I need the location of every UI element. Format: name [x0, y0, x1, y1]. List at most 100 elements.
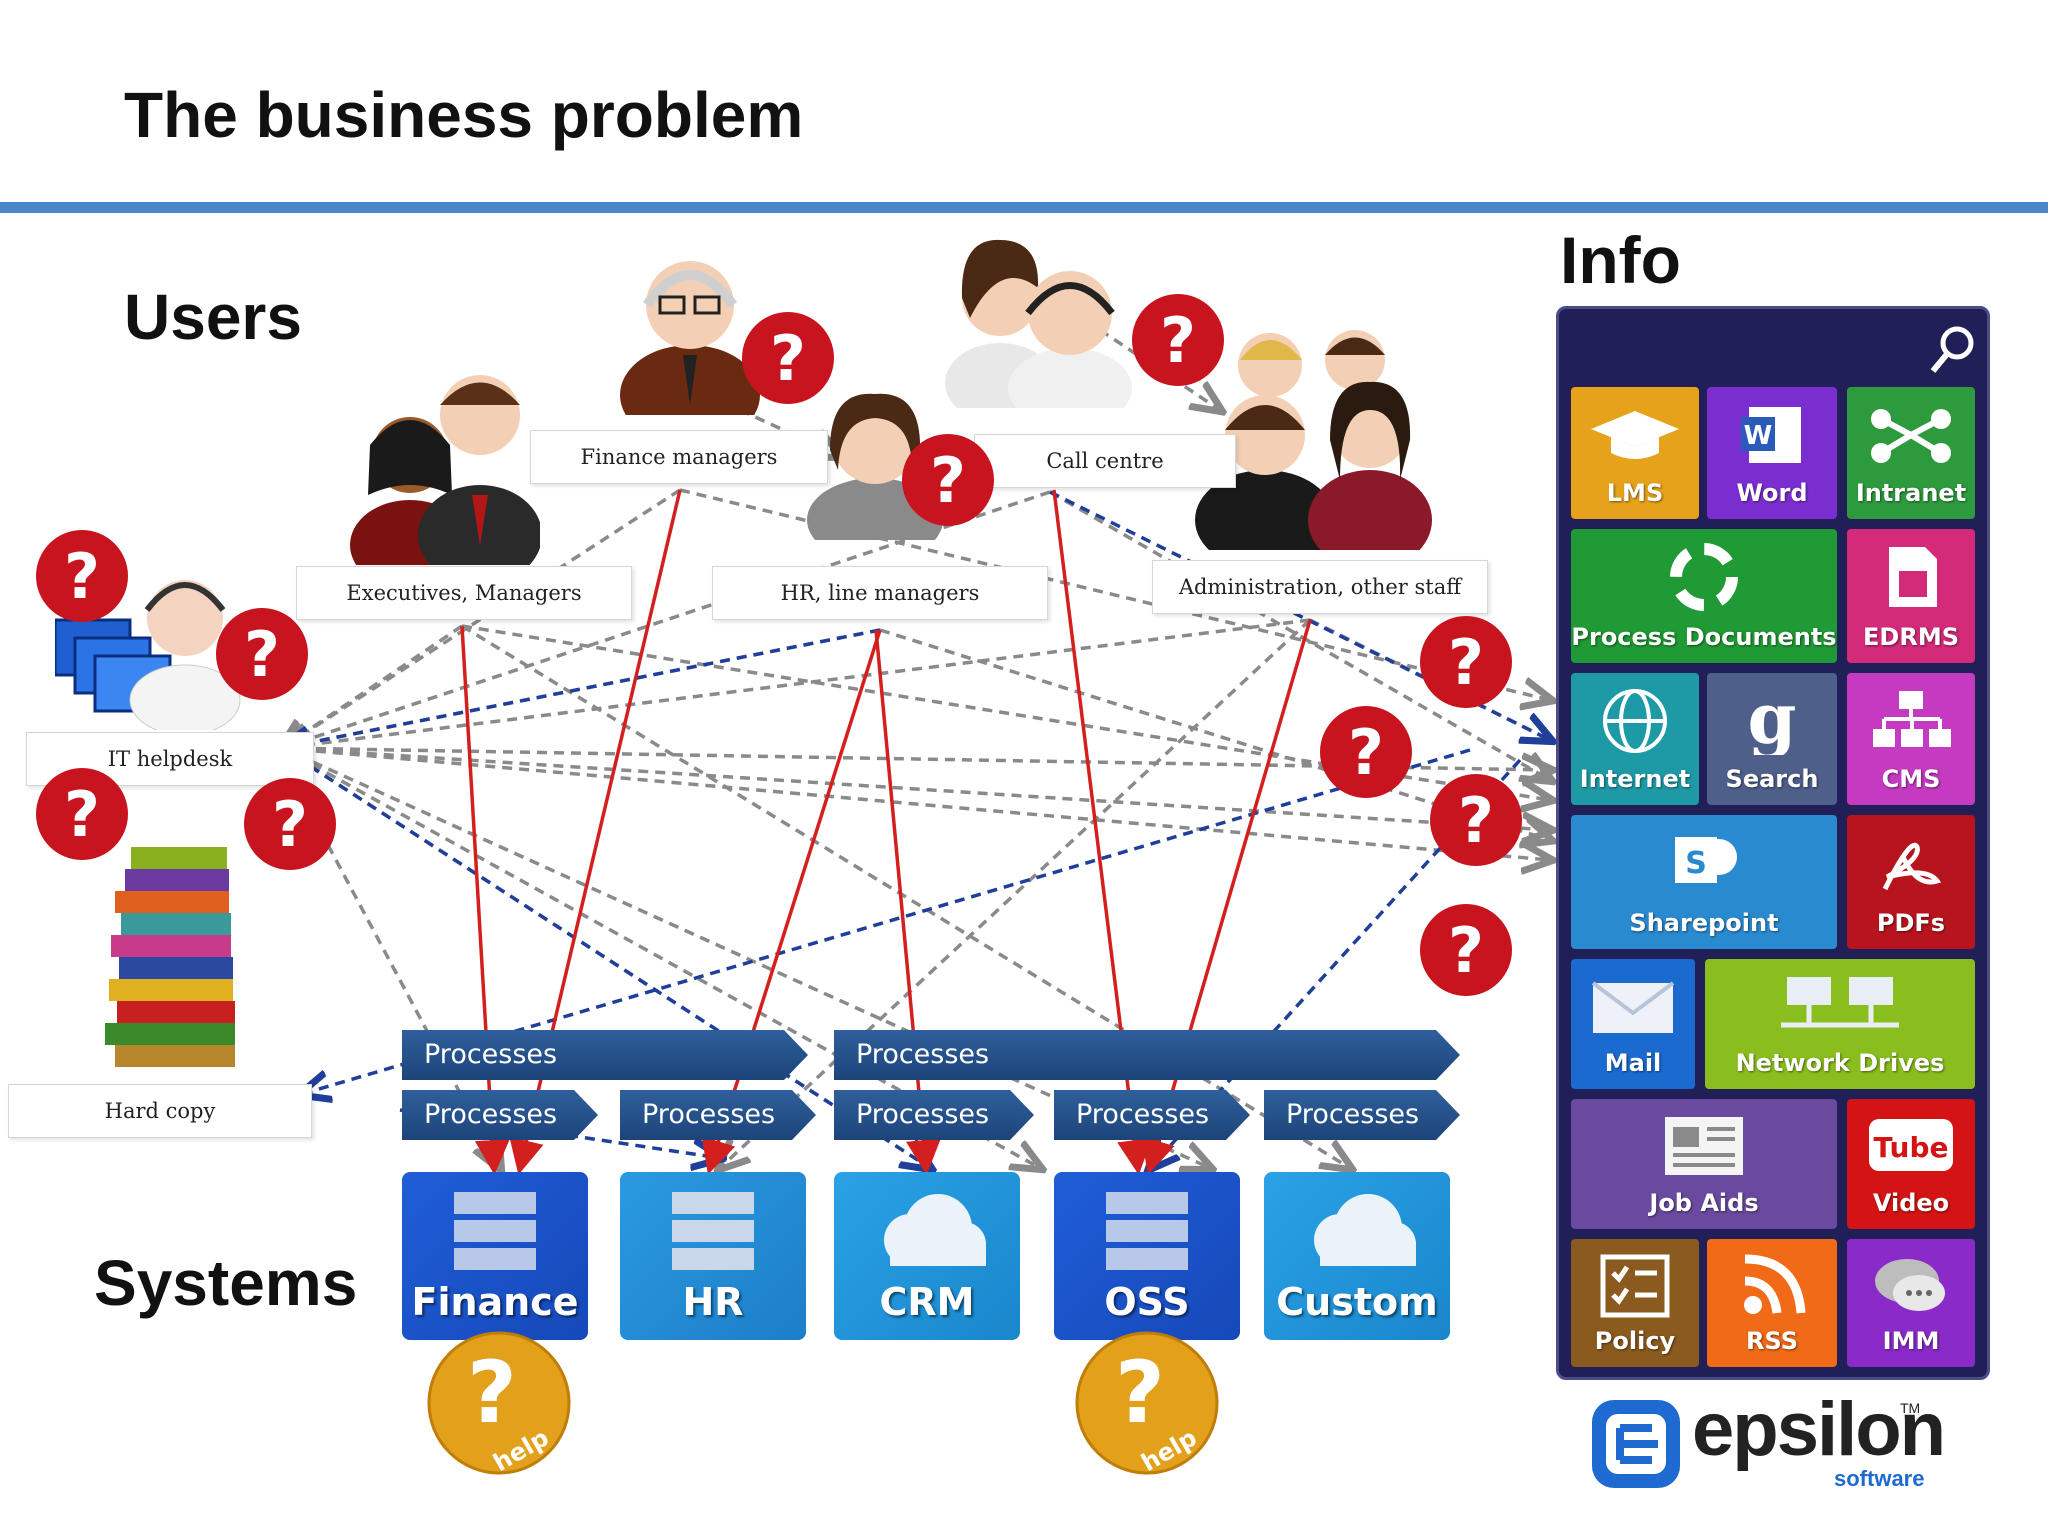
- tile-policy[interactable]: Policy: [1571, 1239, 1699, 1367]
- tile-search[interactable]: g Search: [1707, 673, 1837, 805]
- youtube-icon: Tube: [1869, 1119, 1953, 1171]
- help-badge-icon: ? help: [1075, 1331, 1219, 1476]
- svg-text:?: ?: [244, 618, 280, 691]
- network-drives-icon: [1781, 977, 1899, 1028]
- it-helpdesk-figure: [55, 580, 241, 730]
- rss-icon: [1744, 1254, 1806, 1314]
- svg-text:?: ?: [1348, 716, 1384, 789]
- system-crm[interactable]: CRM: [834, 1172, 1020, 1340]
- tile-pdfs[interactable]: PDFs: [1847, 815, 1975, 949]
- sharepoint-icon: S: [1675, 837, 1737, 883]
- checklist-icon: [1600, 1254, 1670, 1318]
- logo-wordmark: epsilon: [1692, 1387, 1946, 1472]
- process-banner: Processes: [834, 1030, 1460, 1080]
- question-mark-icon: ?: [36, 530, 128, 622]
- tile-intranet[interactable]: Intranet: [1847, 387, 1975, 519]
- it-helpdesk-label: IT helpdesk: [26, 732, 314, 786]
- system-finance[interactable]: Finance: [402, 1172, 588, 1340]
- question-mark-icon: ?: [742, 312, 834, 404]
- svg-text:Tube: Tube: [1874, 1131, 1949, 1164]
- process-banner: Processes: [1264, 1090, 1460, 1140]
- mail-icon: [1591, 981, 1675, 1033]
- google-search-icon: g: [1748, 685, 1797, 755]
- svg-text:?: ?: [930, 444, 966, 517]
- search-icon[interactable]: [1929, 323, 1977, 375]
- book-stack-figure: [105, 847, 235, 1067]
- system-custom[interactable]: Custom: [1264, 1172, 1450, 1340]
- finance-managers-label: Finance managers: [530, 430, 828, 484]
- tile-video[interactable]: Tube Video: [1847, 1099, 1975, 1229]
- svg-text:?: ?: [1458, 784, 1494, 857]
- database-icon: [454, 1192, 536, 1270]
- system-label: Custom: [1276, 1280, 1438, 1324]
- tile-cms[interactable]: CMS: [1847, 673, 1975, 805]
- chat-bubbles-icon: [1875, 1259, 1945, 1311]
- database-icon: [672, 1192, 754, 1270]
- executives-label: Executives, Managers: [296, 566, 632, 620]
- system-hr[interactable]: HR: [620, 1172, 806, 1340]
- page-title: The business problem: [124, 79, 804, 151]
- executives-figure: [350, 375, 540, 565]
- systems-heading: Systems: [94, 1247, 358, 1319]
- help-badge-icon: ? help: [427, 1331, 571, 1476]
- hr-managers-label: HR, line managers: [712, 566, 1048, 620]
- call-centre-figure: [945, 239, 1132, 408]
- svg-text:?: ?: [467, 1343, 517, 1443]
- network-icon: [1871, 409, 1951, 463]
- system-oss[interactable]: OSS: [1054, 1172, 1240, 1340]
- question-mark-icon: ?: [1320, 706, 1412, 798]
- tile-job-aids[interactable]: Job Aids: [1571, 1099, 1837, 1229]
- cloud-icon: [1314, 1194, 1416, 1266]
- document-icon: [1889, 547, 1937, 607]
- logo-subtitle: software: [1834, 1466, 1925, 1491]
- svg-text:?: ?: [1115, 1343, 1165, 1443]
- process-banner: Processes: [402, 1030, 808, 1080]
- administration-label: Administration, other staff: [1152, 560, 1488, 614]
- svg-text:?: ?: [64, 540, 100, 613]
- tile-sharepoint[interactable]: S Sharepoint: [1571, 815, 1837, 949]
- graduation-cap-icon: [1591, 411, 1679, 459]
- tile-imm[interactable]: IMM: [1847, 1239, 1975, 1367]
- svg-text:?: ?: [1160, 304, 1196, 377]
- question-mark-icon: ?: [902, 434, 994, 526]
- tile-process-documents[interactable]: Process Documents: [1571, 529, 1837, 663]
- svg-text:?: ?: [770, 322, 806, 395]
- administration-figure: [1195, 330, 1432, 550]
- epsilon-logo-icon: [1592, 1400, 1680, 1488]
- cloud-icon: [884, 1194, 986, 1266]
- question-mark-icon: ?: [216, 608, 308, 700]
- call-centre-label: Call centre: [974, 434, 1236, 488]
- svg-text:W: W: [1744, 421, 1773, 451]
- svg-text:?: ?: [64, 778, 100, 851]
- tile-mail[interactable]: Mail: [1571, 959, 1695, 1089]
- users-heading: Users: [124, 281, 302, 353]
- job-aids-icon: [1665, 1117, 1743, 1175]
- tile-network-drives[interactable]: Network Drives: [1705, 959, 1975, 1089]
- system-label: OSS: [1104, 1280, 1190, 1324]
- logo-trademark: TM: [1900, 1400, 1921, 1416]
- tile-word[interactable]: W Word: [1707, 387, 1837, 519]
- svg-text:g: g: [1748, 685, 1797, 755]
- tile-rss[interactable]: RSS: [1707, 1239, 1837, 1367]
- system-label: Finance: [411, 1280, 579, 1324]
- info-heading: Info: [1560, 223, 1681, 297]
- pdf-icon: [1882, 843, 1942, 891]
- hard-copy-label: Hard copy: [8, 1084, 312, 1138]
- svg-text:?: ?: [272, 788, 308, 861]
- process-banner: Processes: [834, 1090, 1034, 1140]
- org-chart-icon: [1873, 691, 1951, 747]
- tile-internet[interactable]: Internet: [1571, 673, 1699, 805]
- svg-text:S: S: [1685, 846, 1707, 881]
- svg-text:?: ?: [1448, 914, 1484, 987]
- database-icon: [1106, 1192, 1188, 1270]
- question-mark-icon: ?: [1420, 904, 1512, 996]
- tile-edrms[interactable]: EDRMS: [1847, 529, 1975, 663]
- title-divider: [0, 202, 2048, 213]
- tile-lms[interactable]: LMS: [1571, 387, 1699, 519]
- word-icon: W: [1741, 407, 1801, 463]
- process-banner: Processes: [1054, 1090, 1250, 1140]
- question-mark-icon: ?: [36, 768, 128, 860]
- svg-text:?: ?: [1448, 626, 1484, 699]
- info-panel: LMS W Word Intranet Process Documents ED…: [1556, 306, 1990, 1380]
- process-banner: Processes: [402, 1090, 598, 1140]
